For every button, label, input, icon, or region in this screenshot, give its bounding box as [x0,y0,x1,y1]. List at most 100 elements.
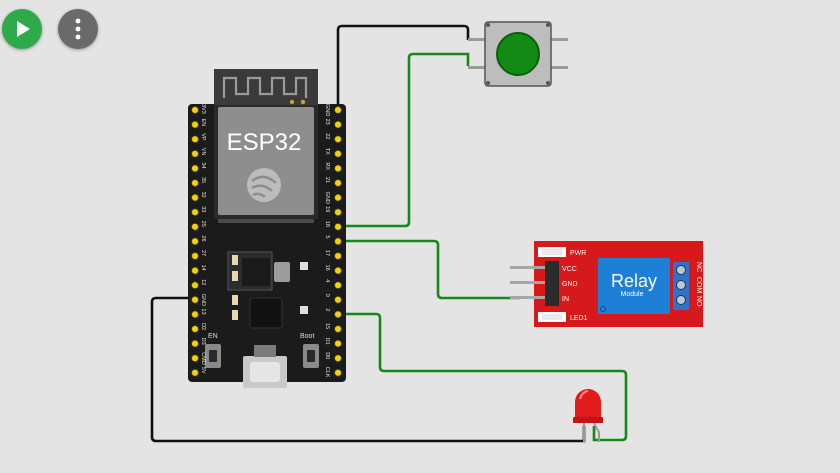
esp32-pin-label: 23 [324,119,330,125]
esp32-pin-label: 35 [200,177,206,183]
esp32-pin-label: 25 [200,221,206,227]
wire-pin2-to-led[interactable] [338,312,628,442]
esp32-pin-label: RX [324,162,330,170]
wire-pin18-to-button[interactable] [338,52,470,228]
esp32-pin-right-16[interactable] [334,267,342,275]
esp32-pin-left-13[interactable] [191,310,199,319]
relay-title: Relay [611,271,657,291]
relay-subtitle: Module [621,291,644,298]
boot-button[interactable] [303,344,319,368]
esp32-pin-label: 22 [324,133,330,139]
esp32-pin-left-12[interactable] [191,281,199,289]
esp32-pin-right-4[interactable] [334,281,342,289]
esp32-pin-left-d2[interactable] [191,325,199,333]
esp32-title: ESP32 [227,129,302,156]
esp32-pin-label: 34 [200,162,206,168]
esp32-pin-label: 18 [324,221,330,227]
esp32-pin-left-vp[interactable] [191,135,199,143]
more-vertical-icon [75,18,81,40]
relay-terminal-com: COM [695,277,702,294]
esp32-pin-right-15[interactable] [334,325,342,333]
esp32-pin-left-gnd[interactable] [191,296,199,304]
esp32-pin-right-rx[interactable] [334,164,342,172]
esp32-pin-right-gnd[interactable] [334,194,342,202]
more-options-button[interactable] [58,9,98,49]
play-icon [17,21,30,37]
esp32-pin-right-d0[interactable] [334,354,342,362]
esp32-pin-right-0[interactable] [334,296,342,304]
esp32-pin-label: D3 [200,338,206,345]
esp32-pin-label: 5V [200,367,206,374]
esp32-pin-label: 12 [200,279,206,285]
esp32-pin-left-d3[interactable] [191,340,199,348]
esp32-pin-label: 4 [324,279,330,282]
esp32-pin-right-22[interactable] [334,135,342,143]
espressif-logo-icon [247,168,281,202]
esp32-pin-label: 5 [324,235,330,238]
esp32-pin-left-en[interactable] [191,120,199,129]
esp32-pin-right-d1[interactable] [334,340,342,348]
esp32-pin-left-3v3[interactable] [191,106,199,114]
esp32-pin-right-18[interactable] [334,223,342,231]
esp32-pin-left-35[interactable] [191,179,199,187]
esp32-pin-right-19[interactable] [334,208,342,216]
red-led[interactable] [573,389,603,442]
esp32-pin-label: GND [324,192,330,204]
relay-pwr-label: PWR [570,250,586,257]
esp32-pin-left-32[interactable] [191,194,199,202]
esp32-pin-left-26[interactable] [191,237,199,245]
esp32-pin-right-tx[interactable] [334,150,342,158]
esp32-pin-label: 33 [200,206,206,212]
esp32-pin-label: EN [200,119,206,127]
esp32-pin-label: D2 [200,323,206,330]
relay-pin-in: IN [562,296,569,303]
esp32-pin-label: 17 [324,250,330,256]
esp32-pin-label: CLK [324,367,330,378]
esp32-pin-left-34[interactable] [191,164,199,172]
wire-pin4-to-relay-in[interactable] [338,239,520,300]
esp32-pin-right-clk[interactable] [334,369,342,377]
relay-pin-vcc: VCC [562,266,577,273]
usb-port [243,345,287,388]
esp32-pin-label: 32 [200,192,206,198]
esp32-pin-left-27[interactable] [191,252,199,260]
esp32-pin-left-vn[interactable] [191,150,199,158]
esp32-pin-right-23[interactable] [334,120,342,129]
relay-pin-gnd: GND [562,281,578,288]
en-label: EN [208,333,218,340]
esp32-pin-label: GND [200,294,206,306]
boot-label: Boot [300,333,314,340]
esp32-pin-left-33[interactable] [191,208,199,216]
esp32-pin-left-5v[interactable] [191,369,199,377]
wire-gnd-to-led[interactable] [150,296,586,443]
esp32-pin-label: GND [324,104,330,116]
esp32-board[interactable]: ESP32 EN Boot [188,69,346,388]
relay-terminal-nc: NC [695,262,702,272]
wire-gnd-to-button[interactable] [336,24,470,108]
relay-led1-label: LED1 [570,315,588,322]
esp32-pin-label: TX [324,148,330,155]
push-button[interactable] [468,21,568,87]
esp32-pin-right-17[interactable] [334,252,342,260]
esp32-pin-right-2[interactable] [334,310,342,319]
wires [150,24,628,443]
esp32-pin-label: 26 [200,235,206,241]
esp32-pin-label: CMD [200,352,206,365]
relay-terminal-no: NO [695,296,702,307]
en-button[interactable] [205,344,221,368]
relay-module[interactable]: PWR LED1 VCC GND IN Relay Module NC COM … [510,241,703,327]
esp32-pin-right-21[interactable] [334,179,342,187]
esp32-pin-label: D1 [324,338,330,345]
esp32-pin-label: VN [200,148,206,156]
esp32-pin-left-cmd[interactable] [191,354,199,362]
esp32-pin-left-25[interactable] [191,223,199,231]
esp32-pin-label: 27 [200,250,206,256]
esp32-pin-label: 2 [324,308,330,311]
esp32-pin-left-14[interactable] [191,267,199,275]
run-simulation-button[interactable] [2,9,42,49]
esp32-pin-label: D0 [324,352,330,359]
esp32-pin-right-gnd[interactable] [334,106,342,114]
esp32-pin-right-5[interactable] [334,237,342,245]
esp32-pin-label: 3V3 [200,104,206,114]
